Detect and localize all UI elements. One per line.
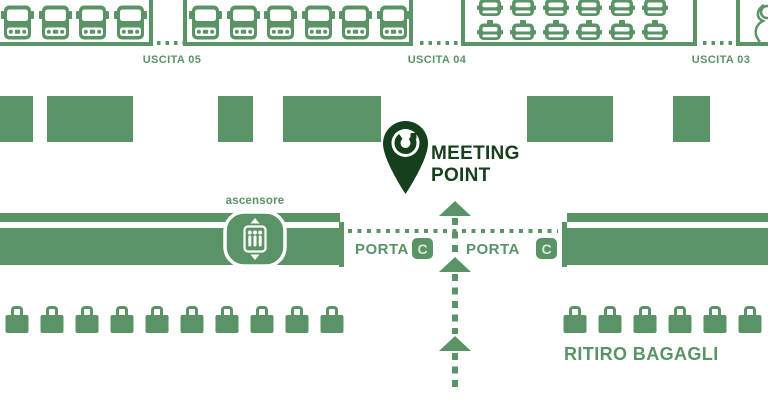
bus-icon	[264, 5, 297, 40]
suitcase-icon	[598, 306, 622, 333]
wall-post	[149, 0, 153, 46]
concourse-stripe-right	[567, 213, 768, 222]
concourse-band-right	[567, 228, 768, 265]
suitcase-row-right	[563, 306, 762, 333]
car-taxi-bay	[477, 0, 668, 40]
car-column	[609, 0, 635, 40]
exit-label-03: USCITA 03	[691, 54, 751, 66]
car-icon	[510, 0, 536, 16]
suitcase-icon	[5, 306, 29, 333]
suitcase-icon	[738, 306, 762, 333]
suitcase-icon	[563, 306, 587, 333]
exit-label-04: USCITA 04	[407, 54, 467, 66]
baggage-claim-label: RITIRO BAGAGLI	[564, 344, 719, 364]
meeting-point-label: MEETING POINT	[431, 143, 520, 186]
wall-post	[409, 0, 413, 46]
meeting-point-line1: MEETING	[431, 143, 520, 164]
car-icon	[609, 0, 635, 16]
porta-left-label: PORTA	[355, 241, 409, 258]
suitcase-icon	[145, 306, 169, 333]
exit-gap-dots	[703, 41, 732, 45]
taxi-icon	[477, 20, 503, 40]
car-column	[543, 0, 569, 40]
path-arrow-top	[439, 201, 471, 216]
concourse-band-left	[0, 228, 340, 265]
suitcase-icon	[250, 306, 274, 333]
building-block	[47, 96, 133, 142]
car-icon	[642, 0, 668, 16]
bus-icon	[189, 5, 222, 40]
wall-segment	[461, 42, 697, 46]
wall-end-cap-right	[562, 222, 567, 267]
bus-icon	[376, 5, 410, 40]
taxi-icon	[642, 20, 668, 40]
porta-right-label: PORTA	[466, 241, 520, 258]
suitcase-icon	[75, 306, 99, 333]
path-dashes	[452, 218, 458, 256]
concourse-stripe-left	[0, 213, 340, 222]
suitcase-icon	[633, 306, 657, 333]
suitcase-icon	[180, 306, 204, 333]
car-column	[576, 0, 602, 40]
building-block	[673, 96, 710, 142]
bus-icon	[226, 5, 260, 40]
porta-left-badge: C	[412, 238, 433, 259]
wall-post	[736, 0, 740, 46]
path-dashes	[452, 274, 458, 334]
wall-segment	[183, 42, 413, 46]
bus-icon	[339, 5, 372, 40]
suitcase-icon	[668, 306, 692, 333]
bus-bay-2	[189, 4, 410, 40]
porta-right-badge: C	[536, 238, 557, 259]
suitcase-icon	[320, 306, 344, 333]
car-icon	[576, 0, 602, 16]
car-icon	[477, 0, 503, 16]
building-block	[218, 96, 253, 142]
bus-icon	[76, 5, 109, 40]
suitcase-row-left	[5, 306, 344, 333]
taxi-icon	[576, 20, 602, 40]
taxi-icon	[543, 20, 569, 40]
path-arrow-bottom	[439, 336, 471, 351]
partial-vehicle-icon	[754, 3, 768, 43]
bus-bay-1	[1, 4, 147, 40]
car-column	[642, 0, 668, 40]
wall-end-cap-left	[339, 222, 344, 267]
elevator-label: ascensore	[225, 195, 285, 207]
car-column	[510, 0, 536, 40]
wall-segment	[736, 42, 768, 46]
suitcase-icon	[110, 306, 134, 333]
wall-post	[183, 0, 187, 46]
suitcase-icon	[703, 306, 727, 333]
taxi-icon	[510, 20, 536, 40]
path-dashes	[452, 353, 458, 392]
exit-gap-dots	[420, 41, 462, 45]
wall-segment	[0, 42, 153, 46]
meeting-point-line2: POINT	[431, 164, 491, 186]
bus-icon	[301, 5, 335, 40]
suitcase-icon	[285, 306, 309, 333]
suitcase-icon	[40, 306, 64, 333]
meeting-point-pin-icon	[383, 121, 428, 194]
path-arrow-middle	[439, 257, 471, 272]
bus-icon	[1, 5, 34, 40]
exit-label-05: USCITA 05	[142, 54, 202, 66]
wall-post	[693, 0, 697, 46]
bus-icon	[38, 5, 72, 40]
taxi-icon	[609, 20, 635, 40]
building-block	[283, 96, 381, 142]
exit-gap-dots	[157, 41, 183, 45]
car-column	[477, 0, 503, 40]
wall-post	[461, 0, 465, 46]
car-icon	[543, 0, 569, 16]
bus-icon	[113, 5, 147, 40]
building-block	[527, 96, 613, 142]
elevator-icon	[223, 210, 287, 268]
suitcase-icon	[215, 306, 239, 333]
building-block	[0, 96, 33, 142]
